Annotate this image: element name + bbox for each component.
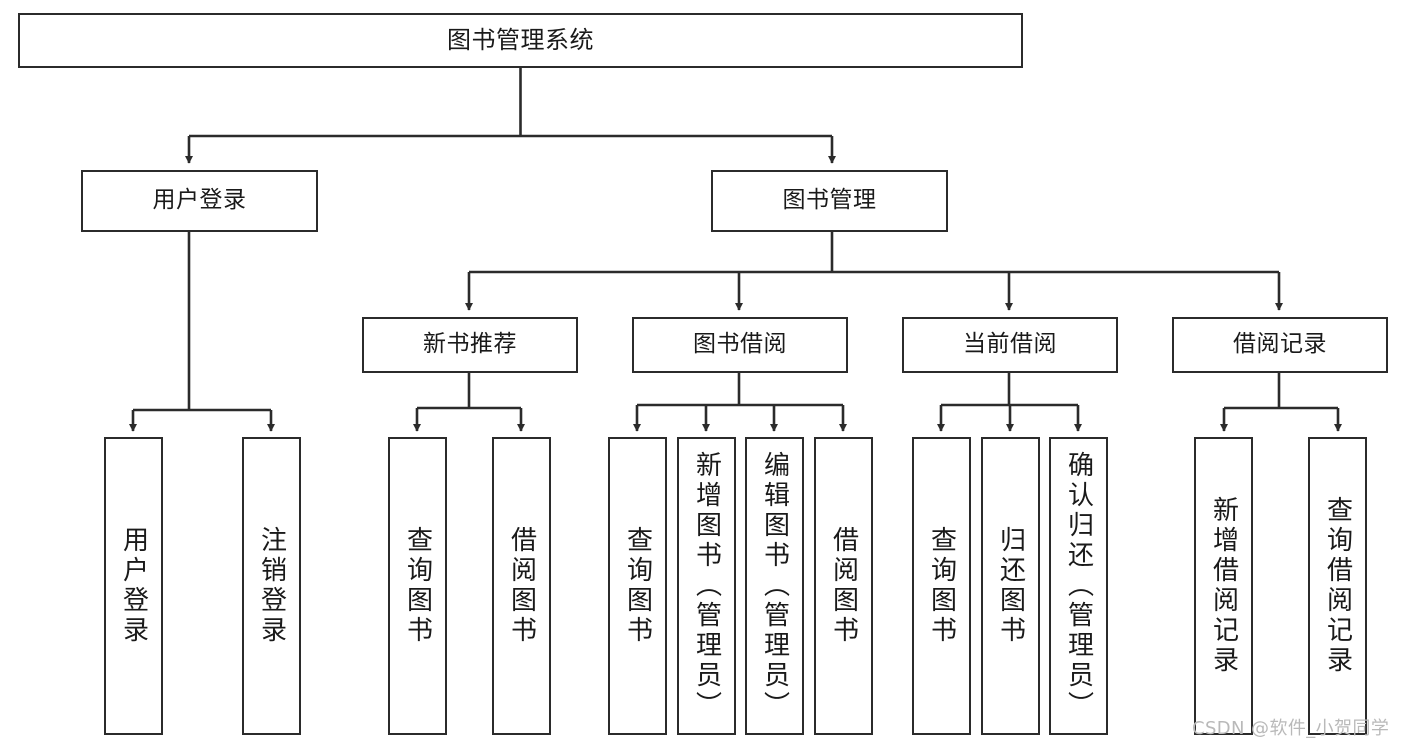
node-user-login-label: 用户登录 [152, 187, 247, 214]
node-book-borrow[interactable]: 图书借阅 [632, 317, 848, 373]
node-book-manage-label: 图书管理 [782, 187, 877, 214]
node-leaf-add-book[interactable]: 新增图书（管理员） [677, 437, 736, 735]
node-leaf-query-book-3-label: 查询图书 [926, 526, 957, 646]
node-book-manage[interactable]: 图书管理 [711, 170, 948, 232]
node-leaf-add-book-label: 新增图书（管理员） [691, 451, 722, 721]
node-current-borrow[interactable]: 当前借阅 [902, 317, 1118, 373]
node-borrow-record[interactable]: 借阅记录 [1172, 317, 1388, 373]
node-book-borrow-label: 图书借阅 [693, 331, 787, 358]
node-leaf-query-book-3[interactable]: 查询图书 [912, 437, 971, 735]
node-leaf-user-login-label: 用户登录 [118, 526, 149, 646]
node-leaf-query-borrow-record[interactable]: 查询借阅记录 [1308, 437, 1367, 735]
node-leaf-query-book-2-label: 查询图书 [622, 526, 653, 646]
node-user-login[interactable]: 用户登录 [81, 170, 318, 232]
node-leaf-query-book-1[interactable]: 查询图书 [388, 437, 447, 735]
node-leaf-add-borrow-record[interactable]: 新增借阅记录 [1194, 437, 1253, 735]
node-leaf-query-book-2[interactable]: 查询图书 [608, 437, 667, 735]
node-leaf-edit-book[interactable]: 编辑图书（管理员） [745, 437, 804, 735]
node-leaf-logout-login[interactable]: 注销登录 [242, 437, 301, 735]
node-leaf-borrow-book-2[interactable]: 借阅图书 [814, 437, 873, 735]
node-current-borrow-label: 当前借阅 [963, 331, 1057, 358]
node-leaf-user-login[interactable]: 用户登录 [104, 437, 163, 735]
node-leaf-borrow-book-1[interactable]: 借阅图书 [492, 437, 551, 735]
node-borrow-record-label: 借阅记录 [1233, 331, 1327, 358]
node-leaf-confirm-return[interactable]: 确认归还（管理员） [1049, 437, 1108, 735]
node-root[interactable]: 图书管理系统 [18, 13, 1023, 68]
node-new-book-recommend-label: 新书推荐 [423, 331, 517, 358]
node-leaf-query-book-1-label: 查询图书 [402, 526, 433, 646]
node-leaf-borrow-book-2-label: 借阅图书 [828, 526, 859, 646]
node-leaf-confirm-return-label: 确认归还（管理员） [1063, 451, 1094, 721]
node-new-book-recommend[interactable]: 新书推荐 [362, 317, 578, 373]
node-leaf-logout-login-label: 注销登录 [256, 526, 287, 646]
node-root-label: 图书管理系统 [447, 26, 594, 55]
node-leaf-query-borrow-record-label: 查询借阅记录 [1322, 496, 1353, 676]
node-leaf-return-book[interactable]: 归还图书 [981, 437, 1040, 735]
node-leaf-edit-book-label: 编辑图书（管理员） [759, 451, 790, 721]
node-leaf-borrow-book-1-label: 借阅图书 [506, 526, 537, 646]
node-leaf-return-book-label: 归还图书 [995, 526, 1026, 646]
node-leaf-add-borrow-record-label: 新增借阅记录 [1208, 496, 1239, 676]
csdn-watermark: CSDN @软件_小贺同学 [1192, 718, 1390, 739]
